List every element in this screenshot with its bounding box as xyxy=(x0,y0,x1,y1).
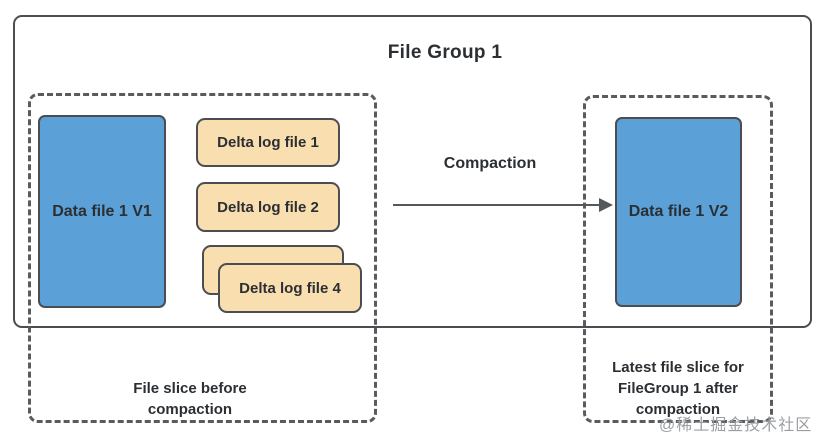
watermark: @稀土掘金技术社区 xyxy=(659,417,813,434)
file-slice-before-caption: File slice before compaction xyxy=(133,380,247,418)
file-group-box xyxy=(13,15,812,328)
data-file-v2-box: Data file 1 V2 xyxy=(615,117,742,307)
delta-log-file-4-box: Delta log file 4 xyxy=(218,263,362,313)
file-slice-after-box xyxy=(583,95,773,423)
file-slice-before-box xyxy=(28,93,377,423)
file-group-title: File Group 1 xyxy=(387,42,503,63)
delta-log-file-1-box: Delta log file 1 xyxy=(196,118,340,167)
data-file-v1-box: Data file 1 V1 xyxy=(38,115,166,308)
compaction-label: Compaction xyxy=(443,155,537,172)
file-slice-after-caption: Latest file slice for FileGroup 1 after … xyxy=(612,359,744,418)
delta-log-file-2-box: Delta log file 2 xyxy=(196,182,340,232)
compaction-arrow-head-icon xyxy=(599,198,613,212)
compaction-arrow-line xyxy=(393,204,605,206)
